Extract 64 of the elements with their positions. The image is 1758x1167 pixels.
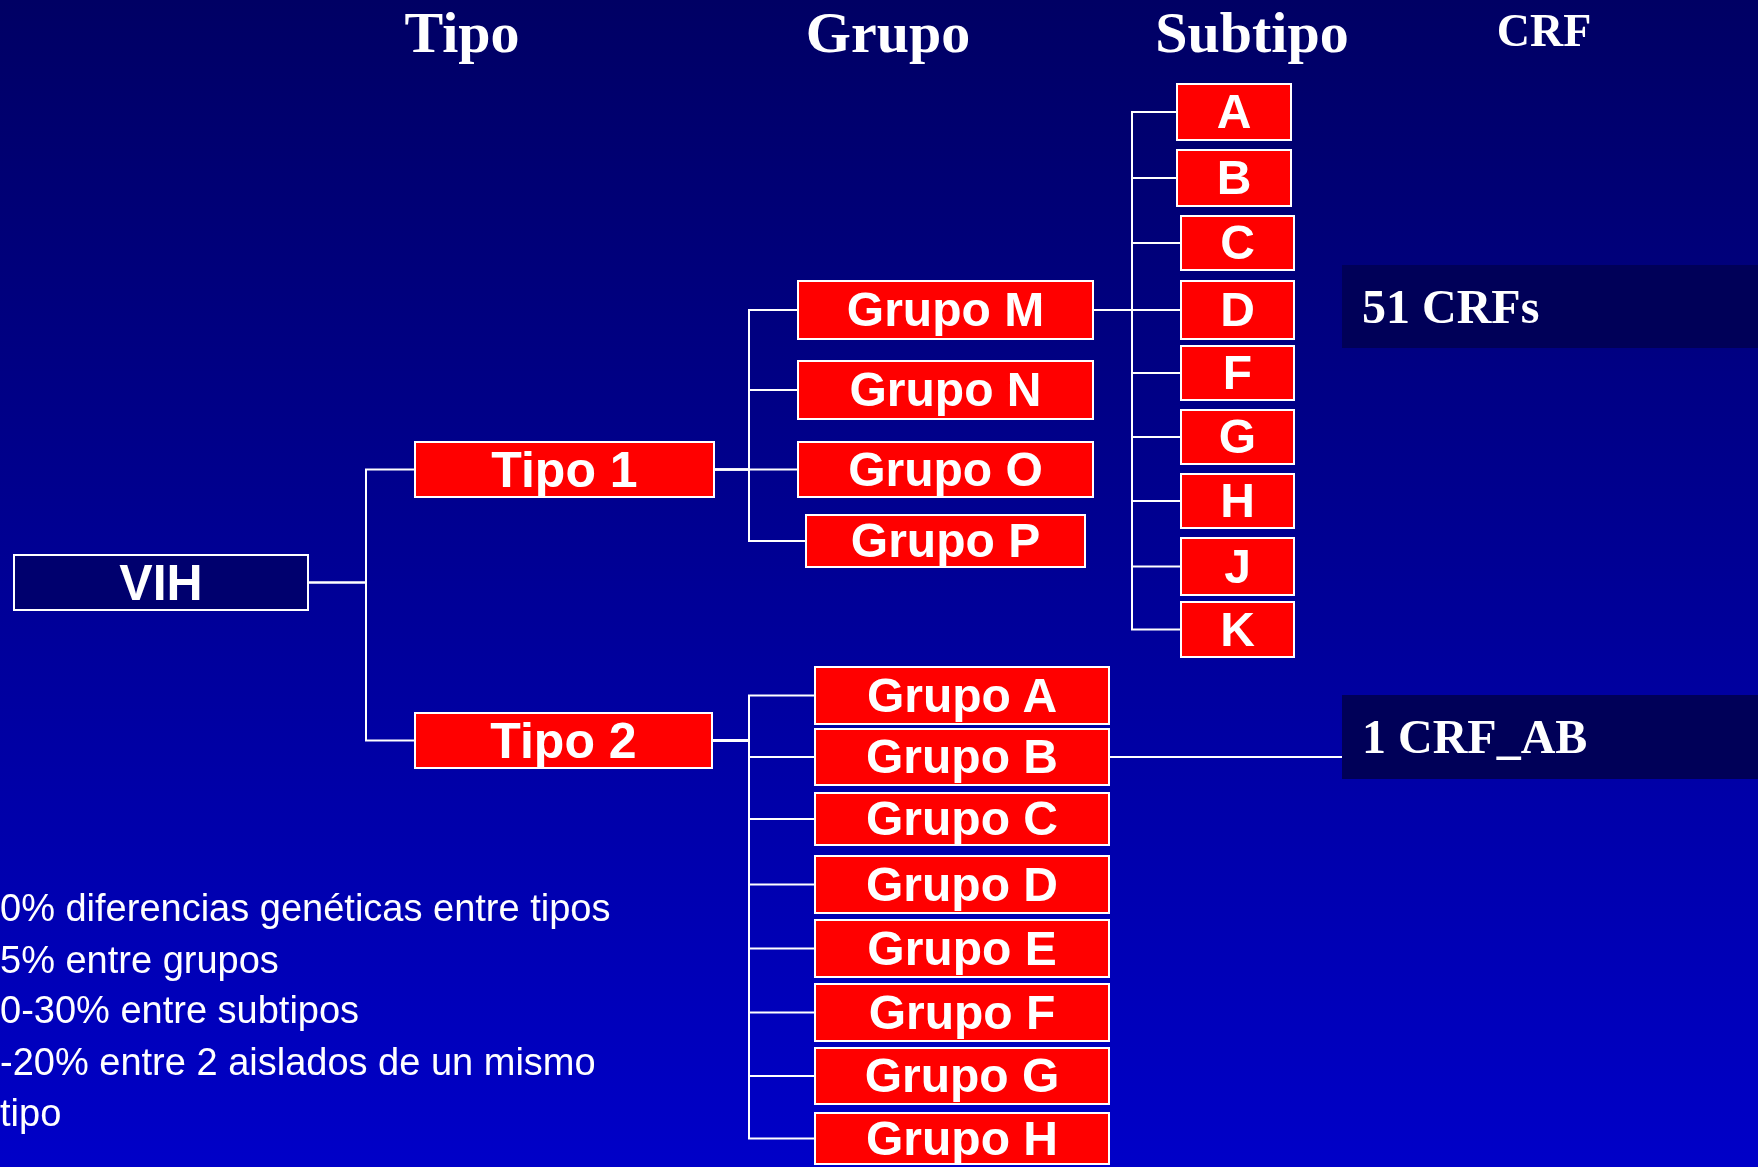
node-label: D <box>1220 286 1255 334</box>
taxon-box <box>814 792 1110 846</box>
taxon-box <box>797 441 1094 498</box>
taxon-box <box>814 666 1110 725</box>
taxon-box <box>1180 280 1295 340</box>
taxon-box <box>814 919 1110 978</box>
connector-line <box>1109 756 1343 758</box>
node-label: VIH <box>119 557 203 608</box>
node-label: 51 CRFs <box>1362 282 1540 331</box>
node-label: Grupo A <box>866 671 1058 720</box>
node-label: A <box>1216 88 1252 136</box>
column-heading: Subtipo <box>1155 4 1349 62</box>
column-heading: Tipo <box>404 4 520 62</box>
taxon-box <box>814 983 1110 1042</box>
taxon-box <box>1176 149 1292 207</box>
note-text: 5% entre grupos <box>0 941 279 979</box>
node-label: Grupo P <box>850 517 1041 565</box>
taxon-box <box>1180 537 1295 596</box>
connector-line <box>308 581 415 742</box>
taxon-box <box>797 360 1094 420</box>
node-label: Tipo 1 <box>491 444 638 495</box>
node-label: Grupo N <box>849 366 1042 414</box>
node-label: Grupo G <box>864 1052 1060 1100</box>
node-label: H <box>1220 477 1255 525</box>
taxon-box <box>1180 601 1295 658</box>
node-label: Grupo B <box>866 733 1058 781</box>
note-text: tipo <box>0 1094 62 1132</box>
note-text: 0% diferencias genéticas entre tipos <box>0 889 611 927</box>
node-label: F <box>1222 349 1253 397</box>
node-label: B <box>1216 154 1252 202</box>
taxon-box <box>814 1047 1110 1105</box>
node-label: Grupo F <box>868 988 1056 1037</box>
node-label: Grupo C <box>866 795 1058 843</box>
note-text: 0-30% entre subtipos <box>0 991 360 1029</box>
node-label: 1 CRF_AB <box>1362 713 1588 761</box>
taxon-box <box>1176 83 1292 141</box>
node-label: K <box>1220 605 1255 654</box>
column-heading: Grupo <box>805 4 971 62</box>
connector-line <box>714 468 806 542</box>
taxon-box <box>1180 473 1295 529</box>
node-label: Grupo E <box>867 924 1057 973</box>
note-text: -20% entre 2 aislados de un mismo <box>0 1043 596 1081</box>
node-label: G <box>1218 413 1257 461</box>
taxon-box <box>814 855 1110 914</box>
taxon-box <box>414 441 715 498</box>
taxon-box <box>414 712 713 769</box>
crf-box <box>1342 265 1758 348</box>
crf-box <box>1342 695 1758 779</box>
node-label: Grupo M <box>846 286 1045 334</box>
taxon-box <box>1180 345 1295 401</box>
root-box <box>13 554 309 611</box>
node-label: J <box>1224 542 1251 591</box>
taxon-box <box>814 728 1110 786</box>
taxon-box <box>1180 409 1295 465</box>
node-label: Grupo H <box>866 1114 1058 1163</box>
node-label: Tipo 2 <box>490 715 637 766</box>
taxon-box <box>797 280 1094 340</box>
taxon-box <box>805 514 1086 568</box>
taxon-box <box>1180 215 1295 271</box>
taxon-box <box>814 1112 1110 1165</box>
node-label: Grupo O <box>848 445 1043 494</box>
node-label: C <box>1220 219 1255 267</box>
column-heading: CRF <box>1496 8 1592 54</box>
node-label: Grupo D <box>866 860 1058 909</box>
